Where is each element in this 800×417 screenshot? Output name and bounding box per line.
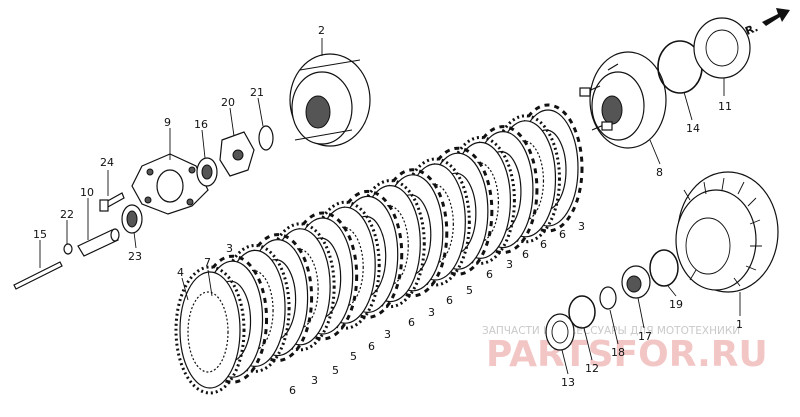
watermark-tagline: ЗАПЧАСТИ И АКСЕССУАРЫ ДЛЯ МОТОТЕХНИКИ — [482, 325, 740, 337]
disc-callouts: 3 6 3 5 5 6 3 6 3 6 5 6 3 6 6 6 3 — [226, 220, 585, 397]
callout-14: 14 — [686, 122, 700, 135]
part-16-bearing — [196, 157, 218, 187]
leader-lines — [39, 38, 741, 375]
disc-callout-3: 3 — [428, 306, 435, 319]
part-21-washer — [258, 125, 274, 151]
part-12-thrust-washer — [568, 295, 596, 329]
part-15-pushrod — [13, 261, 63, 290]
part-2-pressure-plate — [289, 53, 371, 147]
part-1-clutch-outer — [675, 171, 779, 293]
disc-callout-3: 3 — [506, 258, 513, 271]
disc-callout-6: 6 — [522, 248, 529, 261]
callout-20: 20 — [221, 96, 235, 109]
disc-callout-3: 3 — [384, 328, 391, 341]
callout-21: 21 — [250, 86, 264, 99]
front-arrow-icon — [762, 8, 790, 26]
callout-22: 22 — [60, 208, 74, 221]
callout-9: 9 — [164, 116, 171, 129]
callout-7: 7 — [204, 256, 211, 269]
callout-18: 18 — [611, 346, 625, 359]
disc-callout-5: 5 — [350, 350, 357, 363]
callout-17: 17 — [638, 330, 652, 343]
part-17-guide — [621, 265, 651, 299]
part-20-plate — [219, 131, 255, 177]
part-18-washer — [599, 286, 617, 310]
callout-15: 15 — [33, 228, 47, 241]
part-24-bolt — [99, 192, 125, 212]
part-9-lifter-plate — [131, 153, 209, 215]
clutch-disc-stack — [174, 103, 584, 395]
callout-19: 19 — [669, 298, 683, 311]
callout-4: 4 — [177, 266, 184, 279]
part-8-clutch-center — [579, 51, 667, 149]
part-10-lifter-piece — [77, 228, 120, 257]
callout-8: 8 — [656, 166, 663, 179]
callout-labels: 2 9 24 10 22 15 23 16 20 21 11 14 8 1 19… — [33, 24, 743, 389]
callout-13: 13 — [561, 376, 575, 389]
clutch-disc — [174, 265, 246, 395]
disc-callout-6: 6 — [408, 316, 415, 329]
disc-callout-6: 6 — [289, 384, 296, 397]
disc-callout-3: 3 — [311, 374, 318, 387]
disc-callout-6: 6 — [446, 294, 453, 307]
part-22-washer — [63, 243, 73, 255]
part-19-thrust-washer — [649, 249, 679, 287]
callout-12: 12 — [585, 362, 599, 375]
callout-16: 16 — [194, 118, 208, 131]
callout-2: 2 — [318, 24, 325, 37]
callout-23: 23 — [128, 250, 142, 263]
part-23-bearing — [121, 204, 143, 234]
disc-callout-3: 3 — [578, 220, 585, 233]
callout-11: 11 — [718, 100, 732, 113]
part-13-needle-bearing — [545, 313, 575, 351]
disc-callout-5: 5 — [332, 364, 339, 377]
disc-callout-6: 6 — [559, 228, 566, 241]
disc-callout-6: 6 — [486, 268, 493, 281]
disc-callout-6: 6 — [540, 238, 547, 251]
watermark-logo: PARTSFOR.RU — [486, 334, 768, 375]
disc-callout-3: 3 — [226, 242, 233, 255]
callout-24: 24 — [100, 156, 114, 169]
part-11-spring-seat — [693, 17, 751, 79]
callout-10: 10 — [80, 186, 94, 199]
callout-1: 1 — [736, 318, 743, 331]
disc-callout-6: 6 — [368, 340, 375, 353]
disc-callout-5: 5 — [466, 284, 473, 297]
